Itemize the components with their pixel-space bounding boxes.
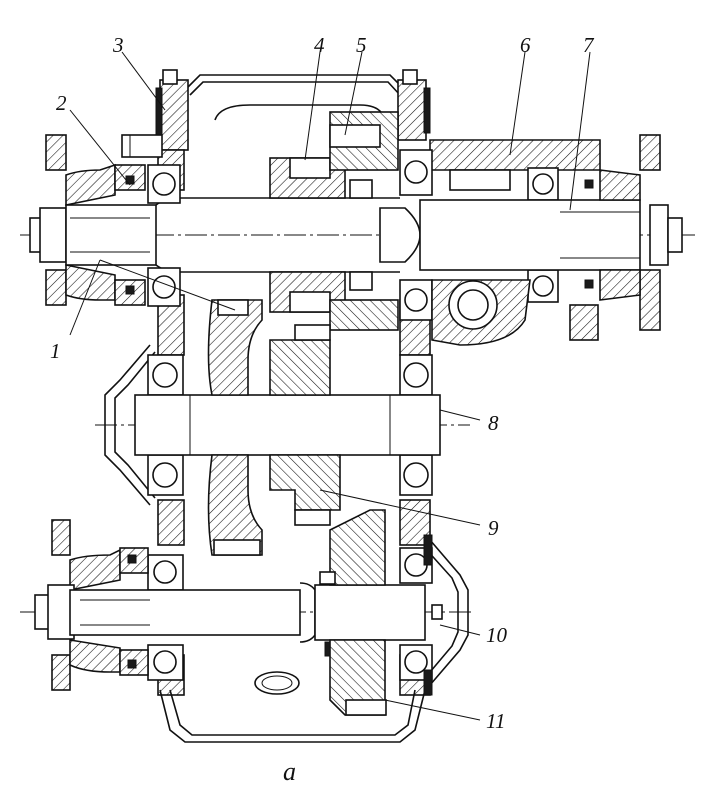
intermediate-shaft bbox=[104, 299, 441, 556]
label-3: 3 bbox=[112, 33, 124, 57]
output-shaft bbox=[399, 134, 683, 346]
label-9: 9 bbox=[488, 516, 499, 540]
figure-caption: a bbox=[283, 757, 296, 786]
label-6: 6 bbox=[520, 33, 531, 57]
label-1: 1 bbox=[50, 339, 61, 363]
upper-gears bbox=[269, 111, 421, 331]
input-shaft bbox=[29, 134, 400, 307]
label-10: 10 bbox=[486, 623, 508, 647]
part-labels: 1 2 3 4 5 6 7 8 9 10 11 a bbox=[50, 33, 595, 786]
label-2: 2 bbox=[56, 91, 67, 115]
label-8: 8 bbox=[488, 411, 499, 435]
label-7: 7 bbox=[583, 33, 595, 57]
lower-shaft bbox=[34, 509, 469, 716]
label-5: 5 bbox=[356, 33, 367, 57]
label-11: 11 bbox=[486, 709, 505, 733]
leader-lines bbox=[69, 51, 591, 721]
label-4: 4 bbox=[314, 33, 325, 57]
